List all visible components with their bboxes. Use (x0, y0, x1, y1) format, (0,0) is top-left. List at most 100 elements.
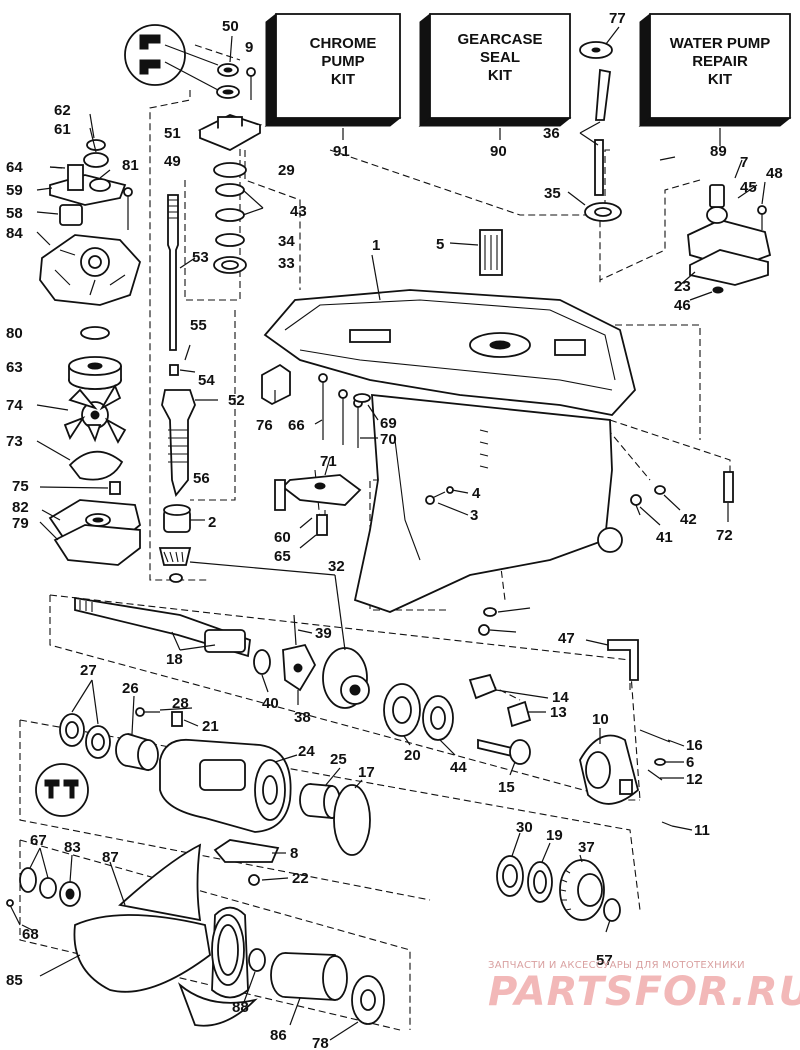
part-26-bearing (115, 733, 159, 772)
callout-78: 78 (312, 1035, 329, 1050)
callout-52: 52 (228, 392, 245, 409)
part-20-thrust-bearing (383, 683, 421, 737)
callout-79: 79 (12, 515, 29, 532)
part-1-gearcase-housing (263, 289, 636, 613)
callout-90: 90 (490, 143, 507, 160)
callout-15: 15 (498, 779, 515, 796)
kit-waterpump-line1: WATER PUMP (670, 35, 771, 52)
callout-42: 42 (680, 511, 697, 528)
callout-30: 30 (516, 819, 533, 836)
kit-chrome-line1: CHROME (310, 35, 377, 52)
kit-box-chrome-pump: CHROME PUMP KIT (264, 12, 402, 128)
callout-81: 81 (122, 157, 139, 174)
callout-3: 3 (470, 507, 478, 524)
callout-9: 9 (245, 39, 253, 56)
part-80-oring (80, 326, 110, 340)
detail-circle-seal-lower (35, 763, 89, 817)
part-59-housing (49, 164, 127, 206)
watermark: ЗАПЧАСТИ И АКСЕССУАРЫ ДЛЯ МОТОТЕХНИКИ PA… (488, 960, 800, 1015)
callout-4: 4 (472, 485, 481, 502)
callout-13: 13 (550, 704, 567, 721)
part-32-forward-gear (322, 647, 370, 709)
callout-14: 14 (552, 689, 569, 706)
callout-27: 27 (80, 662, 97, 679)
callout-26: 26 (122, 680, 139, 697)
part-29-oring (213, 162, 247, 178)
part-36-water-tube (594, 68, 611, 196)
callout-55: 55 (190, 317, 207, 334)
callout-6: 6 (686, 754, 694, 771)
callout-2: 2 (208, 514, 216, 531)
callout-82: 82 (12, 499, 29, 516)
part-75-key (109, 481, 121, 495)
callout-39: 39 (315, 625, 332, 642)
part-88-washer (248, 948, 266, 972)
callout-64: 64 (6, 159, 23, 176)
part-41-42-screws-right (630, 471, 734, 516)
part-27-seals (59, 713, 111, 759)
part-46-oring (712, 286, 724, 294)
part-73-gasket (68, 450, 124, 481)
callout-88: 88 (232, 999, 249, 1016)
callout-20: 20 (404, 747, 421, 764)
part-84-pump-housing (39, 234, 142, 306)
part-53-driveshaft (167, 194, 179, 351)
part-78-spacer (351, 975, 385, 1025)
kit-gearcase-line1: GEARCASE (457, 31, 542, 48)
callout-67: 67 (30, 832, 47, 849)
part-21-retainer (171, 711, 183, 727)
leader-lines (21, 26, 766, 1041)
kit-box-gearcase-seal: GEARCASE SEAL KIT (418, 12, 572, 128)
part-57-washer (603, 898, 621, 922)
part-54-pin (169, 364, 179, 376)
callout-66: 66 (288, 417, 305, 434)
callout-40: 40 (262, 695, 279, 712)
callout-48: 48 (766, 165, 783, 182)
part-15-shift-shaft (477, 738, 531, 765)
part-23-gasket (689, 249, 769, 286)
callout-75: 75 (12, 478, 29, 495)
part-39-pin (293, 614, 297, 646)
callout-18: 18 (166, 651, 183, 668)
callout-74: 74 (6, 397, 23, 414)
callout-51: 51 (164, 125, 181, 142)
callout-62: 62 (54, 102, 71, 119)
callout-11: 11 (694, 822, 710, 839)
part-67-83-prop-hardware (19, 867, 81, 907)
kit-chrome-line2: PUMP (321, 53, 364, 70)
part-50-grommet (217, 63, 239, 77)
callout-59: 59 (6, 182, 23, 199)
part-43-shims (215, 183, 245, 222)
callout-8: 8 (290, 845, 298, 862)
callout-80: 80 (6, 325, 23, 342)
callout-29: 29 (278, 162, 295, 179)
part-34-washer (215, 233, 245, 247)
callout-7: 7 (740, 154, 748, 171)
callout-73: 73 (6, 433, 23, 450)
part-33-bearing (213, 256, 247, 274)
part-17-oring (333, 784, 371, 856)
callout-76: 76 (256, 417, 273, 434)
callout-70: 70 (380, 431, 397, 448)
callout-72: 72 (716, 527, 733, 544)
part-10-bearing-carrier (579, 734, 640, 805)
callout-54: 54 (198, 372, 215, 389)
callout-91: 91 (333, 143, 350, 160)
part-37-reverse-gear (559, 859, 605, 921)
kit-box-water-pump: WATER PUMP REPAIR KIT (638, 12, 792, 128)
part-68-cotter-pin (6, 899, 21, 926)
part-62-63-seal (83, 139, 109, 168)
part-30-19-washers (496, 855, 553, 903)
part-28-screw (135, 707, 160, 717)
part-81-screw (123, 187, 133, 230)
part-18-propshaft (74, 596, 251, 658)
part-51-grommet (216, 85, 240, 99)
callout-57: 57 (596, 952, 613, 969)
callout-47: 47 (558, 630, 575, 647)
callout-21: 21 (202, 718, 219, 735)
callout-5: 5 (436, 236, 444, 253)
callout-71: 71 (320, 453, 337, 470)
part-86-thrust-hub (270, 952, 348, 1001)
